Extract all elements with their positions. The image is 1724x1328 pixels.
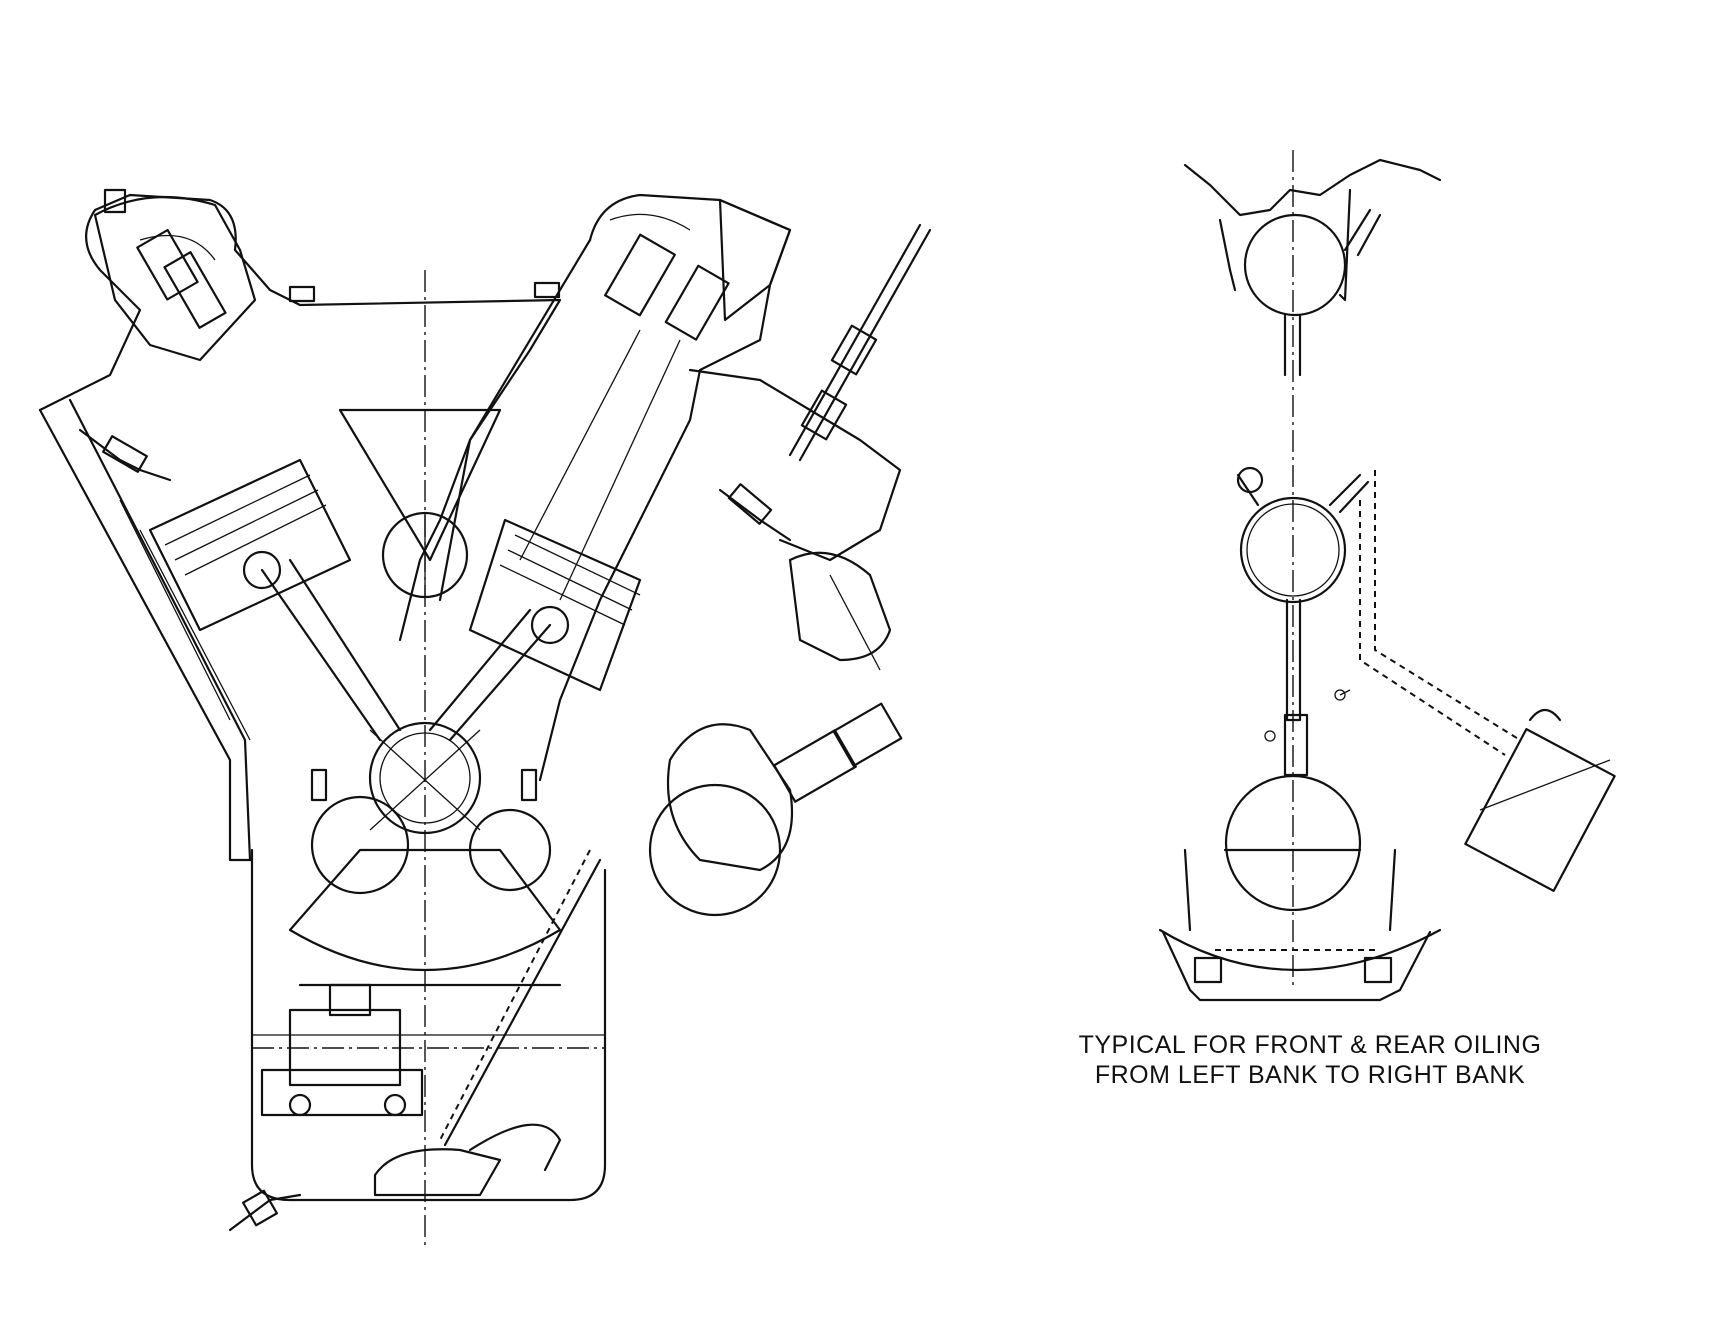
engine-cross-section <box>38 188 932 1250</box>
left-connecting-rod <box>260 558 402 742</box>
left-piston <box>148 458 352 632</box>
lower-bearing <box>1158 774 1442 1002</box>
left-bank-block <box>38 193 562 642</box>
left-spark-plug <box>78 428 172 482</box>
right-connecting-rod <box>428 608 552 742</box>
crankshaft <box>288 721 562 972</box>
oil-passage <box>1339 470 1616 892</box>
oil-filler-tube <box>788 223 932 462</box>
caption-line-2: FROM LEFT BANK TO RIGHT BANK <box>1094 1061 1526 1089</box>
caption-line-1: TYPICAL FOR FRONT & REAR OILING <box>1078 1031 1542 1059</box>
fuel-pump <box>648 702 903 917</box>
intake-valley <box>338 408 502 562</box>
oil-pump <box>260 983 562 1197</box>
oil-pan <box>250 848 607 1202</box>
right-piston <box>468 518 642 692</box>
upper-fragment <box>1183 158 1442 377</box>
middle-bearing <box>1236 466 1370 604</box>
oiling-caption: TYPICAL FOR FRONT & REAR OILING FROM LEF… <box>1030 1030 1590 1090</box>
right-spark-plug <box>718 488 792 542</box>
oiling-detail <box>1158 150 1616 1002</box>
right-bank-block <box>538 193 792 782</box>
left-rocker-cover <box>93 195 257 362</box>
water-outlet <box>788 551 892 671</box>
